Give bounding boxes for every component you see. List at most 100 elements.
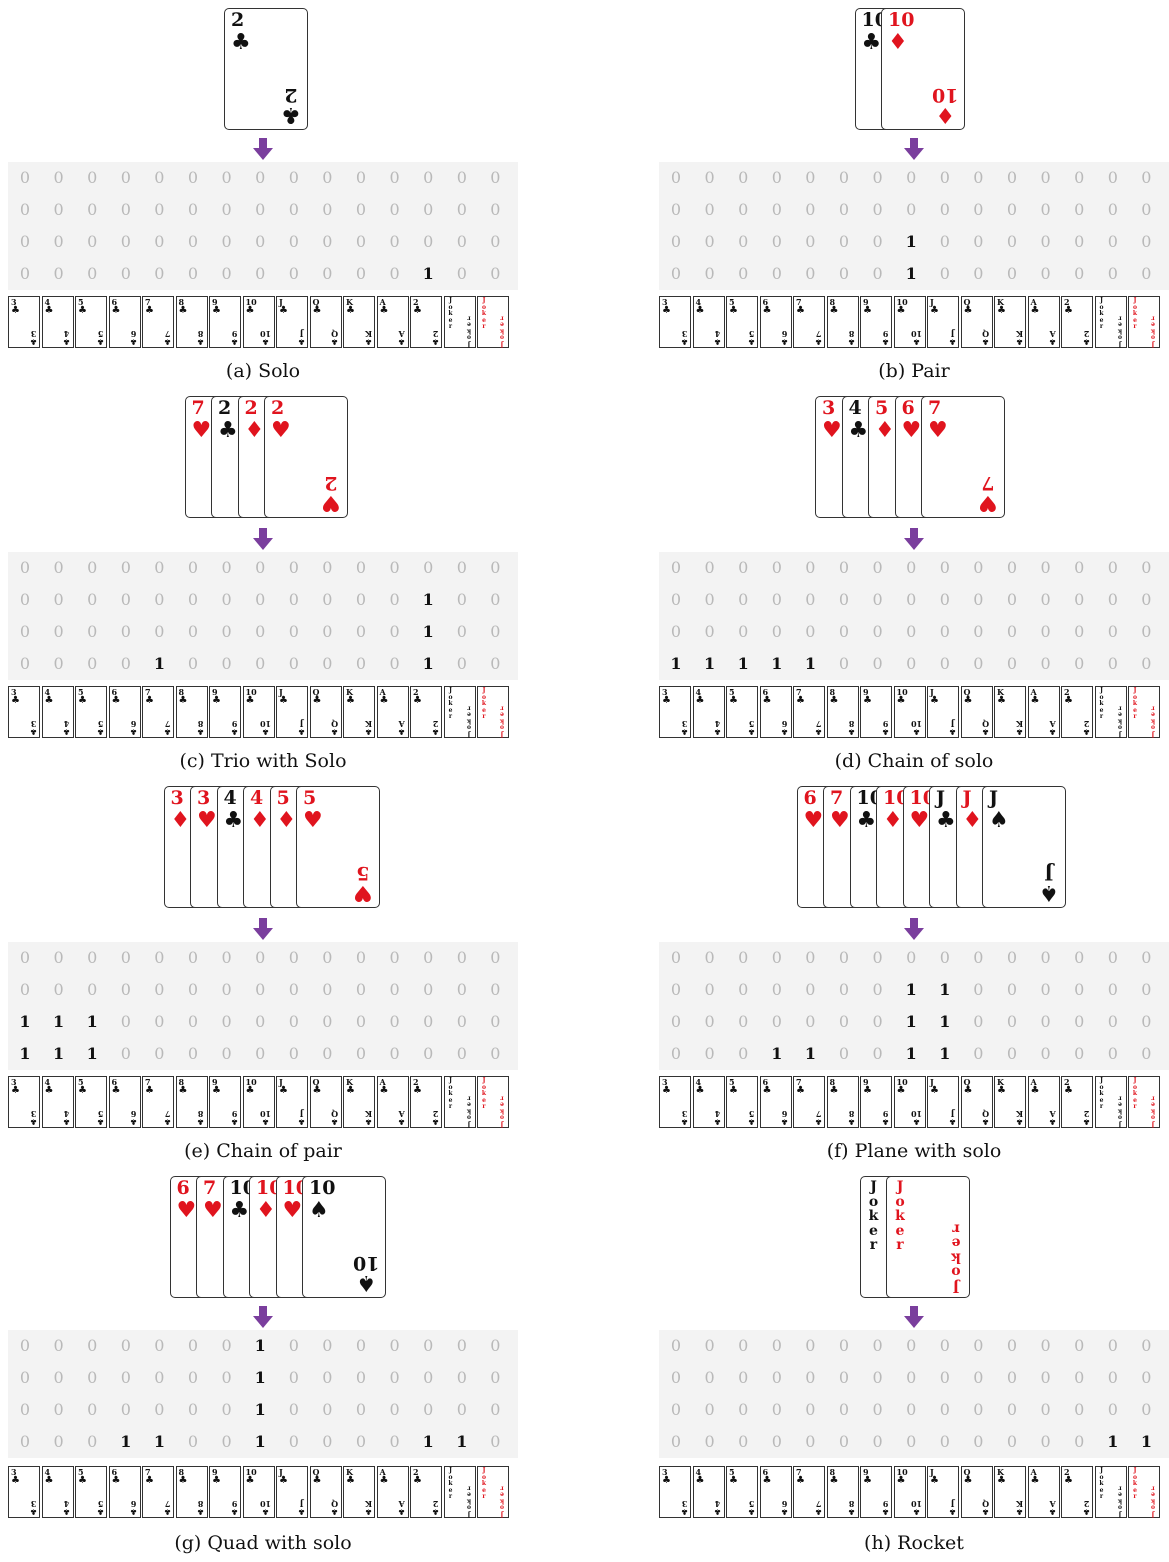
joker-label-inverted: Joker bbox=[1150, 1484, 1156, 1517]
club-icon: ♣ bbox=[145, 1476, 154, 1486]
matrix-cell: 0 bbox=[109, 1362, 143, 1394]
matrix-cell: 0 bbox=[310, 1426, 344, 1458]
mini-card: 6♣♣6 bbox=[760, 1466, 792, 1518]
matrix-cell: 0 bbox=[378, 1362, 412, 1394]
matrix-cell: 0 bbox=[793, 1362, 827, 1394]
matrix-cell: 0 bbox=[277, 1426, 311, 1458]
matrix-cell: 0 bbox=[894, 1330, 928, 1362]
matrix-cell: 0 bbox=[478, 1426, 512, 1458]
matrix-cell: 0 bbox=[8, 1362, 42, 1394]
panel-g: 6♥♥67♥♥710♣♣1010♦♦1010♥♥1010♠♠1000000001… bbox=[8, 0, 518, 1562]
matrix-cell: 0 bbox=[210, 1394, 244, 1426]
mini-corner-inverted: ♣6 bbox=[130, 1500, 137, 1516]
mini-card: Joker Joker bbox=[1128, 1466, 1160, 1518]
matrix-cell: 0 bbox=[827, 1394, 861, 1426]
matrix-cell: 0 bbox=[42, 1330, 76, 1362]
matrix-cell: 0 bbox=[894, 1426, 928, 1458]
matrix-cell: 0 bbox=[793, 1330, 827, 1362]
matrix-cell: 0 bbox=[277, 1362, 311, 1394]
matrix-cell: 0 bbox=[310, 1330, 344, 1362]
matrix-cell: 0 bbox=[344, 1394, 378, 1426]
club-icon: ♣ bbox=[897, 1476, 906, 1486]
matrix-cell: 0 bbox=[310, 1362, 344, 1394]
matrix-cell: 0 bbox=[1129, 1394, 1163, 1426]
matrix-cell: 0 bbox=[928, 1426, 962, 1458]
matrix-cell: 0 bbox=[760, 1426, 794, 1458]
mini-card: J♣♣J bbox=[276, 1466, 308, 1518]
matrix-cell: 0 bbox=[176, 1362, 210, 1394]
club-icon: ♣ bbox=[1064, 1476, 1073, 1486]
matrix-cell: 0 bbox=[8, 1330, 42, 1362]
card-rank: 7 bbox=[203, 1179, 216, 1198]
club-icon: ♣ bbox=[997, 1476, 1006, 1486]
club-icon: ♣ bbox=[11, 1476, 20, 1486]
mini-corner-inverted: ♣9 bbox=[882, 1500, 889, 1516]
matrix-cell: 0 bbox=[478, 1362, 512, 1394]
matrix-cell: 0 bbox=[995, 1426, 1029, 1458]
mini-card: 10♣♣10 bbox=[894, 1466, 926, 1518]
matrix-cell: 0 bbox=[378, 1330, 412, 1362]
rank-strip: 3♣♣34♣♣45♣♣56♣♣67♣♣78♣♣89♣♣910♣♣10J♣♣JQ♣… bbox=[8, 1466, 510, 1520]
mini-card: K♣♣K bbox=[994, 1466, 1026, 1518]
joker-label: Joker bbox=[868, 1180, 880, 1253]
down-arrow-icon bbox=[253, 1306, 273, 1328]
matrix-cell: 1 bbox=[109, 1426, 143, 1458]
mini-corner-inverted: ♣10 bbox=[260, 1500, 271, 1516]
matrix-cell: 0 bbox=[827, 1330, 861, 1362]
matrix-cell: 0 bbox=[861, 1426, 895, 1458]
matrix-cell: 0 bbox=[109, 1394, 143, 1426]
matrix-cell: 0 bbox=[411, 1330, 445, 1362]
panel-h: JokerJokerJokerJoker00000000000000000000… bbox=[659, 0, 1169, 1562]
matrix-cell: 0 bbox=[378, 1394, 412, 1426]
club-icon: ♣ bbox=[279, 1476, 288, 1486]
matrix-cell: 0 bbox=[928, 1394, 962, 1426]
matrix-cell: 0 bbox=[726, 1330, 760, 1362]
club-icon: ♣ bbox=[313, 1476, 322, 1486]
joker-label-inverted: Joker bbox=[499, 1484, 505, 1517]
joker-label: Joker bbox=[1132, 1468, 1138, 1501]
matrix-cell: 0 bbox=[995, 1362, 1029, 1394]
mini-corner-inverted: ♣8 bbox=[197, 1500, 204, 1516]
matrix-cell: 0 bbox=[659, 1362, 693, 1394]
matrix-cell: 0 bbox=[928, 1362, 962, 1394]
mini-card: 2♣♣2 bbox=[410, 1466, 442, 1518]
club-icon: ♣ bbox=[212, 1476, 221, 1486]
matrix-cell: 0 bbox=[1029, 1362, 1063, 1394]
matrix-cell: 0 bbox=[995, 1394, 1029, 1426]
matrix-cell: 0 bbox=[995, 1330, 1029, 1362]
matrix-cell: 1 bbox=[243, 1394, 277, 1426]
matrix-cell: 1 bbox=[243, 1362, 277, 1394]
mini-card: 3♣♣3 bbox=[8, 1466, 40, 1518]
matrix-cell: 0 bbox=[861, 1330, 895, 1362]
club-icon: ♣ bbox=[112, 1476, 121, 1486]
matrix-cell: 0 bbox=[861, 1394, 895, 1426]
matrix-cell: 0 bbox=[109, 1330, 143, 1362]
mini-card: JokerJoker bbox=[444, 1466, 476, 1518]
club-icon: ♣ bbox=[796, 1476, 805, 1486]
mini-card: A♣♣A bbox=[1028, 1466, 1060, 1518]
encoding-matrix: 0000000100000000000000100000000000000100… bbox=[8, 1330, 518, 1458]
joker-label-inverted: Joker bbox=[950, 1221, 962, 1294]
matrix-cell: 0 bbox=[961, 1362, 995, 1394]
panel-caption: (h) Rocket bbox=[659, 1532, 1169, 1554]
matrix-cell: 0 bbox=[693, 1362, 727, 1394]
mini-corner-inverted: ♣A bbox=[1049, 1500, 1056, 1516]
mini-card: 2♣♣2 bbox=[1061, 1466, 1093, 1518]
card-rank: 6 bbox=[177, 1179, 190, 1198]
matrix-cell: 0 bbox=[1029, 1394, 1063, 1426]
matrix-cell: 0 bbox=[277, 1394, 311, 1426]
mini-card: 7♣♣7 bbox=[142, 1466, 174, 1518]
mini-card: Q♣♣Q bbox=[310, 1466, 342, 1518]
matrix-cell: 0 bbox=[1062, 1394, 1096, 1426]
mini-corner-inverted: ♣Q bbox=[982, 1500, 989, 1516]
mini-card: JokerJoker bbox=[1095, 1466, 1127, 1518]
matrix-cell: 0 bbox=[1062, 1330, 1096, 1362]
mini-corner-inverted: ♣9 bbox=[231, 1500, 238, 1516]
matrix-cell: 0 bbox=[894, 1394, 928, 1426]
matrix-cell: 0 bbox=[894, 1362, 928, 1394]
mini-card: A♣♣A bbox=[377, 1466, 409, 1518]
matrix-cell: 1 bbox=[1129, 1426, 1163, 1458]
rank-strip: 3♣♣34♣♣45♣♣56♣♣67♣♣78♣♣89♣♣910♣♣10J♣♣JQ♣… bbox=[659, 1466, 1161, 1520]
mini-corner-inverted: ♣3 bbox=[681, 1500, 688, 1516]
matrix-cell: 0 bbox=[793, 1394, 827, 1426]
